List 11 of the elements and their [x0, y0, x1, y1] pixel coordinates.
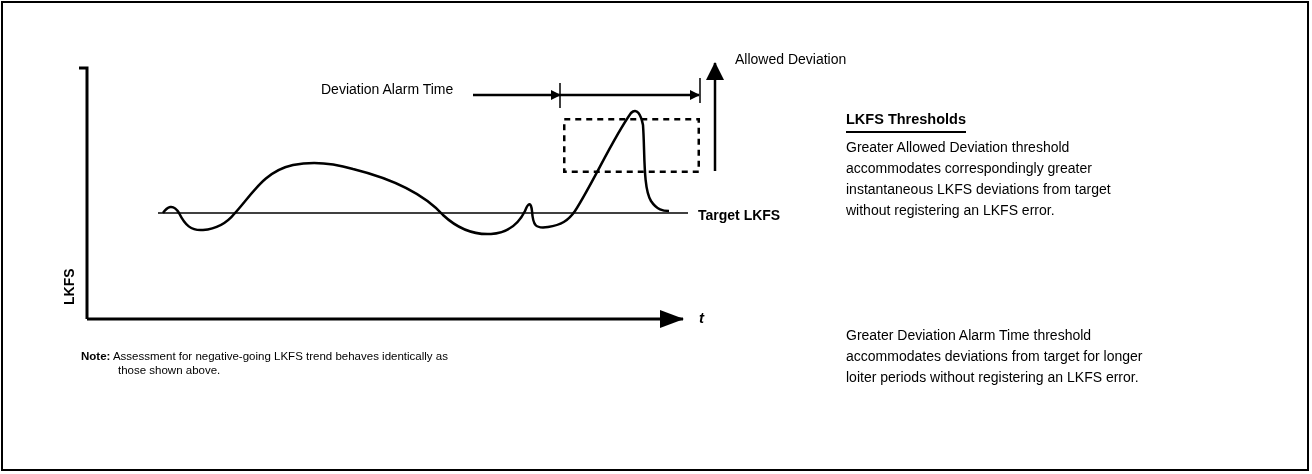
arrow-label: Deviation Alarm Time [321, 81, 454, 97]
line-label: Target LKFS [698, 207, 781, 224]
description-text: Greater Deviation Alarm Time threshold accommodates deviations from target for longer loiter periods without registering an LKFS error. [846, 326, 1144, 387]
deviation-window [563, 118, 700, 173]
description-text: Greater Allowed Deviation threshold accommodates correspondingly greater instantaneous LKFS deviations from target without registering an LKFS error. [846, 138, 1112, 220]
note-text: Note: Assessment for negative-going LKFS trend behaves identically as those shown above. [81, 349, 449, 377]
axis-title: t [699, 309, 704, 327]
arrow [473, 90, 561, 100]
axis-title: LKFS [61, 268, 77, 305]
section-heading: LKFS Thresholds [846, 111, 967, 133]
axis-label: Allowed Deviation [735, 51, 847, 68]
